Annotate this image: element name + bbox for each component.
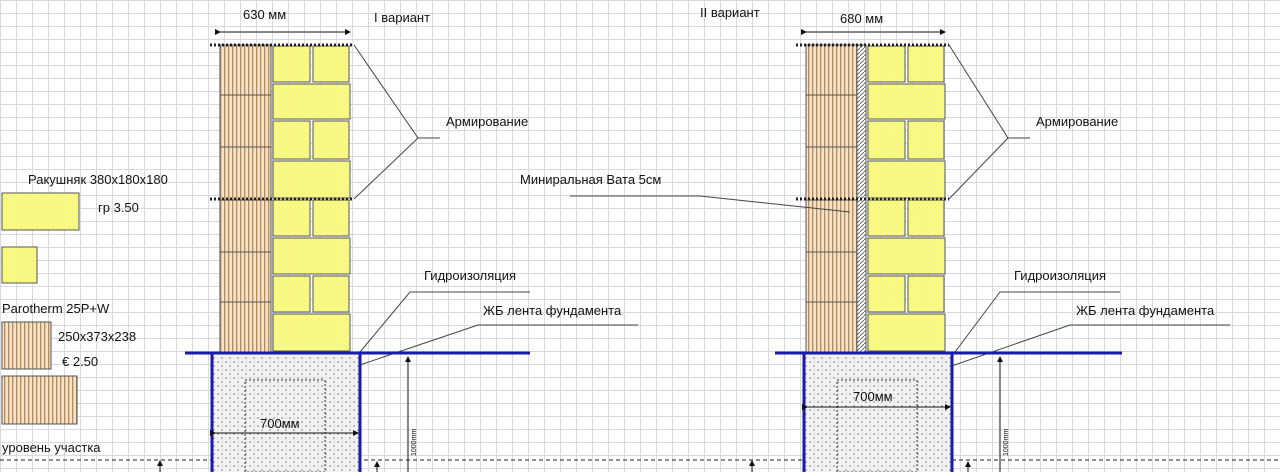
parotherm-block bbox=[805, 146, 858, 201]
legend-parotherm-long-swatch bbox=[1, 375, 78, 425]
ground-level-label: уровень участка bbox=[2, 440, 101, 455]
variant1-foundation-label: ЖБ лента фундамента bbox=[483, 303, 622, 318]
shell-rock-block bbox=[907, 120, 945, 160]
variant1-reinforcement-label: Армирование bbox=[446, 114, 528, 129]
shell-rock-block bbox=[867, 275, 906, 313]
reinforcement-leader bbox=[948, 137, 1009, 200]
variant2-depth: 1000mm bbox=[1003, 429, 1010, 456]
rebar-cage bbox=[836, 379, 918, 472]
parotherm-block bbox=[219, 199, 272, 253]
rebar-cage bbox=[244, 379, 326, 472]
shell-rock-block bbox=[272, 199, 311, 237]
variant-2 bbox=[570, 29, 1230, 472]
legend-shell-rock-price: гр 3.50 bbox=[98, 200, 139, 215]
shell-rock-block bbox=[867, 45, 906, 83]
shell-rock-block bbox=[312, 45, 350, 83]
variant1-title: I вариант bbox=[374, 10, 430, 25]
waterproofing-leader bbox=[954, 291, 1120, 353]
variant2-foundation-label: ЖБ лента фундамента bbox=[1076, 303, 1215, 318]
insulation-leader bbox=[570, 195, 851, 213]
variant1-waterproofing-label: Гидроизоляция bbox=[424, 268, 516, 283]
variant1-depth: 1000mm bbox=[411, 429, 418, 456]
parotherm-block bbox=[219, 251, 272, 303]
reinforcement-leader bbox=[948, 44, 1030, 139]
legend-parotherm-label: Parotherm 25P+W bbox=[2, 301, 110, 316]
shell-rock-block bbox=[867, 237, 946, 275]
variant1-foundation-width: 700мм bbox=[260, 416, 300, 431]
reinforcement-leader bbox=[353, 44, 440, 139]
shell-rock-block bbox=[907, 275, 945, 313]
shell-rock-block bbox=[272, 45, 311, 83]
legend-parotherm-swatch bbox=[1, 321, 52, 370]
reinforcement-leader bbox=[353, 137, 419, 200]
shell-rock-block bbox=[312, 275, 350, 313]
shell-rock-block bbox=[272, 120, 311, 160]
shell-rock-block bbox=[272, 237, 351, 275]
shell-rock-block bbox=[867, 160, 946, 199]
foundation-strip bbox=[212, 353, 360, 472]
shell-rock-block bbox=[272, 160, 351, 199]
foundation-strip bbox=[804, 353, 952, 472]
variant-1 bbox=[157, 29, 638, 472]
legend-parotherm-size: 250x373x238 bbox=[58, 329, 136, 344]
shell-rock-block bbox=[312, 120, 350, 160]
variant2-insulation-label: Миниральная Вата 5см bbox=[520, 172, 661, 187]
foundation-leader bbox=[939, 324, 1230, 371]
parotherm-block bbox=[805, 44, 858, 96]
parotherm-block bbox=[805, 94, 858, 148]
legend-parotherm-price: € 2.50 bbox=[62, 354, 98, 369]
variant2-width: 680 мм bbox=[840, 11, 883, 26]
shell-rock-block bbox=[867, 313, 946, 352]
shell-rock-block bbox=[867, 83, 946, 120]
variant2-foundation-width: 700мм bbox=[853, 389, 893, 404]
shell-rock-block bbox=[867, 199, 906, 237]
shell-rock-block bbox=[907, 199, 945, 237]
waterproofing-leader bbox=[359, 291, 530, 353]
variant1-width: 630 мм bbox=[243, 7, 286, 22]
legend-shell-rock-half-swatch bbox=[1, 246, 38, 284]
parotherm-block bbox=[219, 94, 272, 148]
foundation-leader bbox=[344, 324, 638, 371]
variant2-waterproofing-label: Гидроизоляция bbox=[1014, 268, 1106, 283]
parotherm-block bbox=[219, 44, 272, 96]
shell-rock-block bbox=[272, 275, 311, 313]
shell-rock-block bbox=[272, 83, 351, 120]
parotherm-block bbox=[219, 146, 272, 201]
legend: Ракушняк 380x180x180 гр 3.50 Parotherm 2… bbox=[1, 172, 168, 455]
parotherm-block bbox=[219, 301, 272, 353]
parotherm-block bbox=[805, 301, 858, 353]
shell-rock-block bbox=[907, 45, 945, 83]
shell-rock-block bbox=[272, 313, 351, 352]
shell-rock-block bbox=[867, 120, 906, 160]
parotherm-block bbox=[805, 251, 858, 303]
legend-shell-rock-swatch bbox=[1, 192, 80, 231]
variant2-title: II вариант bbox=[700, 5, 760, 20]
variant2-reinforcement-label: Армирование bbox=[1036, 114, 1118, 129]
shell-rock-block bbox=[312, 199, 350, 237]
legend-shell-rock-label: Ракушняк 380x180x180 bbox=[28, 172, 168, 187]
